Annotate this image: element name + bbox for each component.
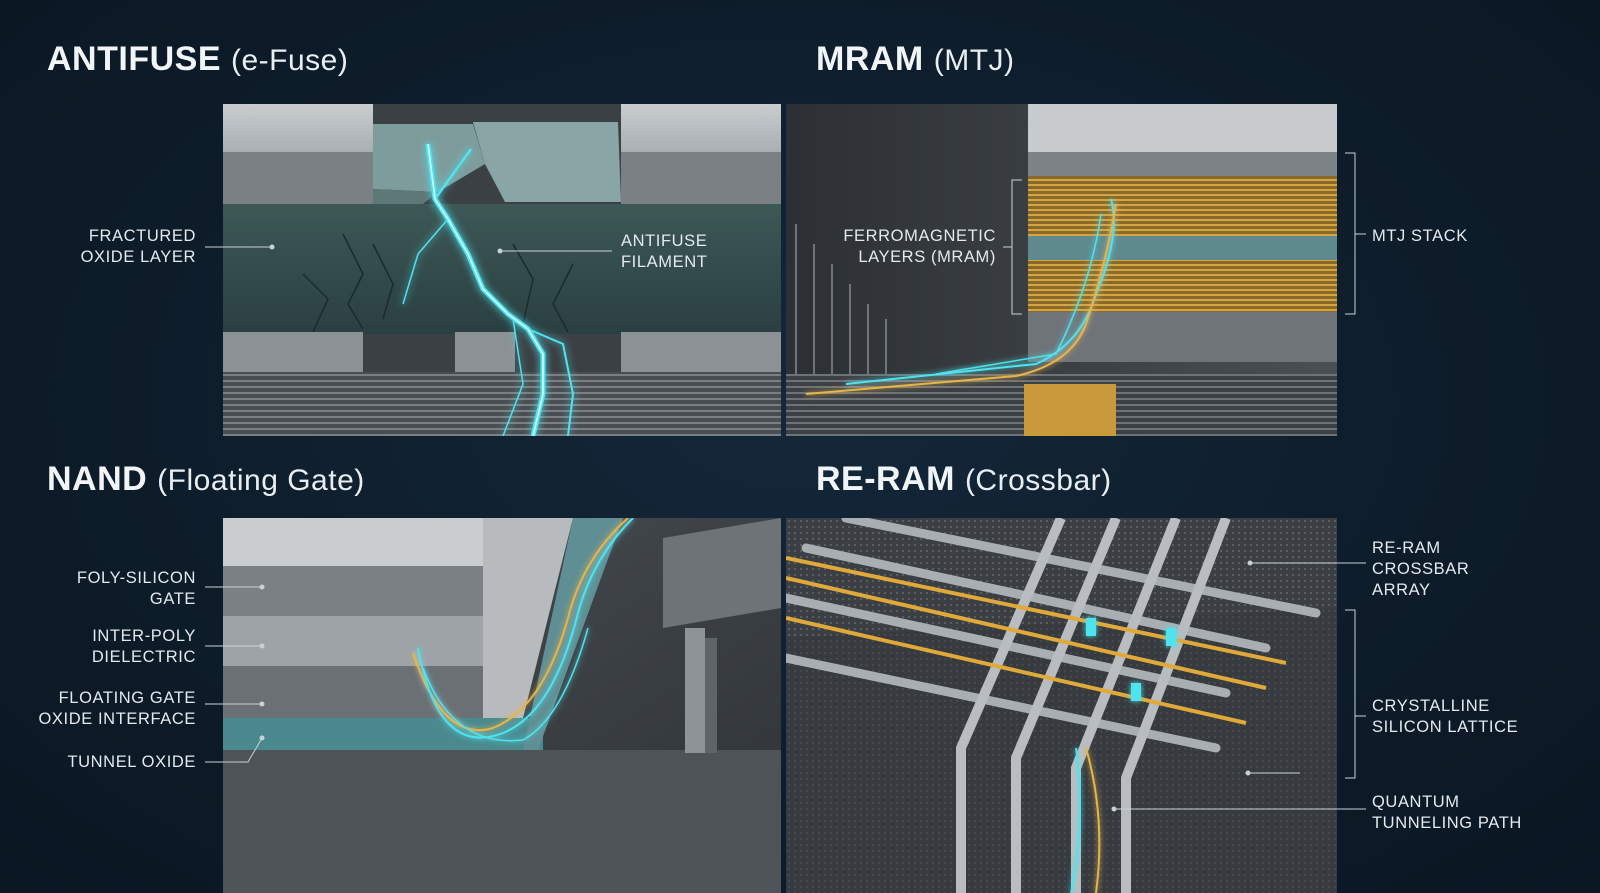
reram-image — [786, 518, 1337, 893]
label-antifuse-filament: ANTIFUSE FILAMENT — [621, 231, 707, 273]
antifuse-title-sub: (e-Fuse) — [230, 44, 349, 77]
reram-title-sub: (Crossbar) — [964, 464, 1112, 497]
antifuse-title: ANTIFUSE (e-Fuse) — [47, 40, 348, 79]
mram-title-sub: (MTJ) — [933, 44, 1015, 77]
label-silicon-lattice: CRYSTALLINE SILICON LATTICE — [1372, 696, 1518, 738]
label-inter-poly-line2: DIELECTRIC — [91, 648, 196, 666]
antifuse-title-main: ANTIFUSE — [47, 40, 221, 78]
label-fractured-oxide-line2: OXIDE LAYER — [80, 248, 196, 266]
label-antifuse-filament-line1: ANTIFUSE — [621, 232, 708, 250]
bracket-mtj-stack — [1345, 152, 1366, 315]
label-tunneling-path-line1: QUANTUM — [1372, 793, 1460, 811]
label-crossbar-array-line1: RE-RAM — [1372, 539, 1441, 557]
label-crossbar-array-line2: CROSSBAR — [1372, 560, 1470, 578]
label-poly-gate-line1: FOLY-SILICON — [76, 569, 196, 587]
label-floating-gate-line1: FLOATING GATE — [58, 689, 196, 707]
nand-image — [223, 518, 781, 893]
label-silicon-lattice-line2: SILICON LATTICE — [1372, 718, 1519, 736]
label-poly-gate: FOLY-SILICON GATE — [40, 568, 196, 610]
label-antifuse-filament-line2: FILAMENT — [621, 253, 708, 271]
label-ferromagnetic: FERROMAGNETIC LAYERS (MRAM) — [820, 226, 996, 268]
label-ferromagnetic-line2: LAYERS (MRAM) — [858, 248, 996, 266]
mram-image — [786, 104, 1337, 436]
label-tunneling-path-line2: TUNNELING PATH — [1372, 814, 1522, 832]
label-fractured-oxide-line1: FRACTURED — [88, 227, 196, 245]
nand-title: NAND (Floating Gate) — [47, 460, 365, 499]
label-tunnel-oxide: TUNNEL OXIDE — [40, 752, 196, 773]
label-inter-poly: INTER-POLY DIELECTRIC — [40, 626, 196, 668]
label-silicon-lattice-line1: CRYSTALLINE — [1372, 697, 1490, 715]
mram-title: MRAM (MTJ) — [816, 40, 1015, 79]
label-ferromagnetic-line1: FERROMAGNETIC — [843, 227, 996, 245]
nand-title-sub: (Floating Gate) — [157, 464, 365, 497]
label-poly-gate-line2: GATE — [149, 590, 196, 608]
label-floating-gate: FLOATING GATE OXIDE INTERFACE — [20, 688, 196, 730]
label-mtj-stack: MTJ STACK — [1372, 226, 1468, 247]
nand-title-main: NAND — [47, 460, 148, 498]
label-fractured-oxide: FRACTURED OXIDE LAYER — [60, 226, 196, 268]
label-crossbar-array: RE-RAM CROSSBAR ARRAY — [1372, 538, 1469, 601]
bracket-silicon-lattice — [1345, 609, 1366, 779]
label-floating-gate-line2: OXIDE INTERFACE — [38, 710, 196, 728]
mram-title-main: MRAM — [816, 40, 924, 78]
label-mtj-stack-line1: MTJ STACK — [1372, 227, 1468, 245]
reram-title-main: RE-RAM — [816, 460, 955, 498]
label-tunnel-oxide-line1: TUNNEL OXIDE — [67, 753, 196, 771]
antifuse-image — [223, 104, 781, 436]
reram-title: RE-RAM (Crossbar) — [816, 460, 1112, 499]
label-crossbar-array-line3: ARRAY — [1372, 581, 1431, 599]
label-inter-poly-line1: INTER-POLY — [92, 627, 196, 645]
label-tunneling-path: QUANTUM TUNNELING PATH — [1372, 792, 1522, 834]
